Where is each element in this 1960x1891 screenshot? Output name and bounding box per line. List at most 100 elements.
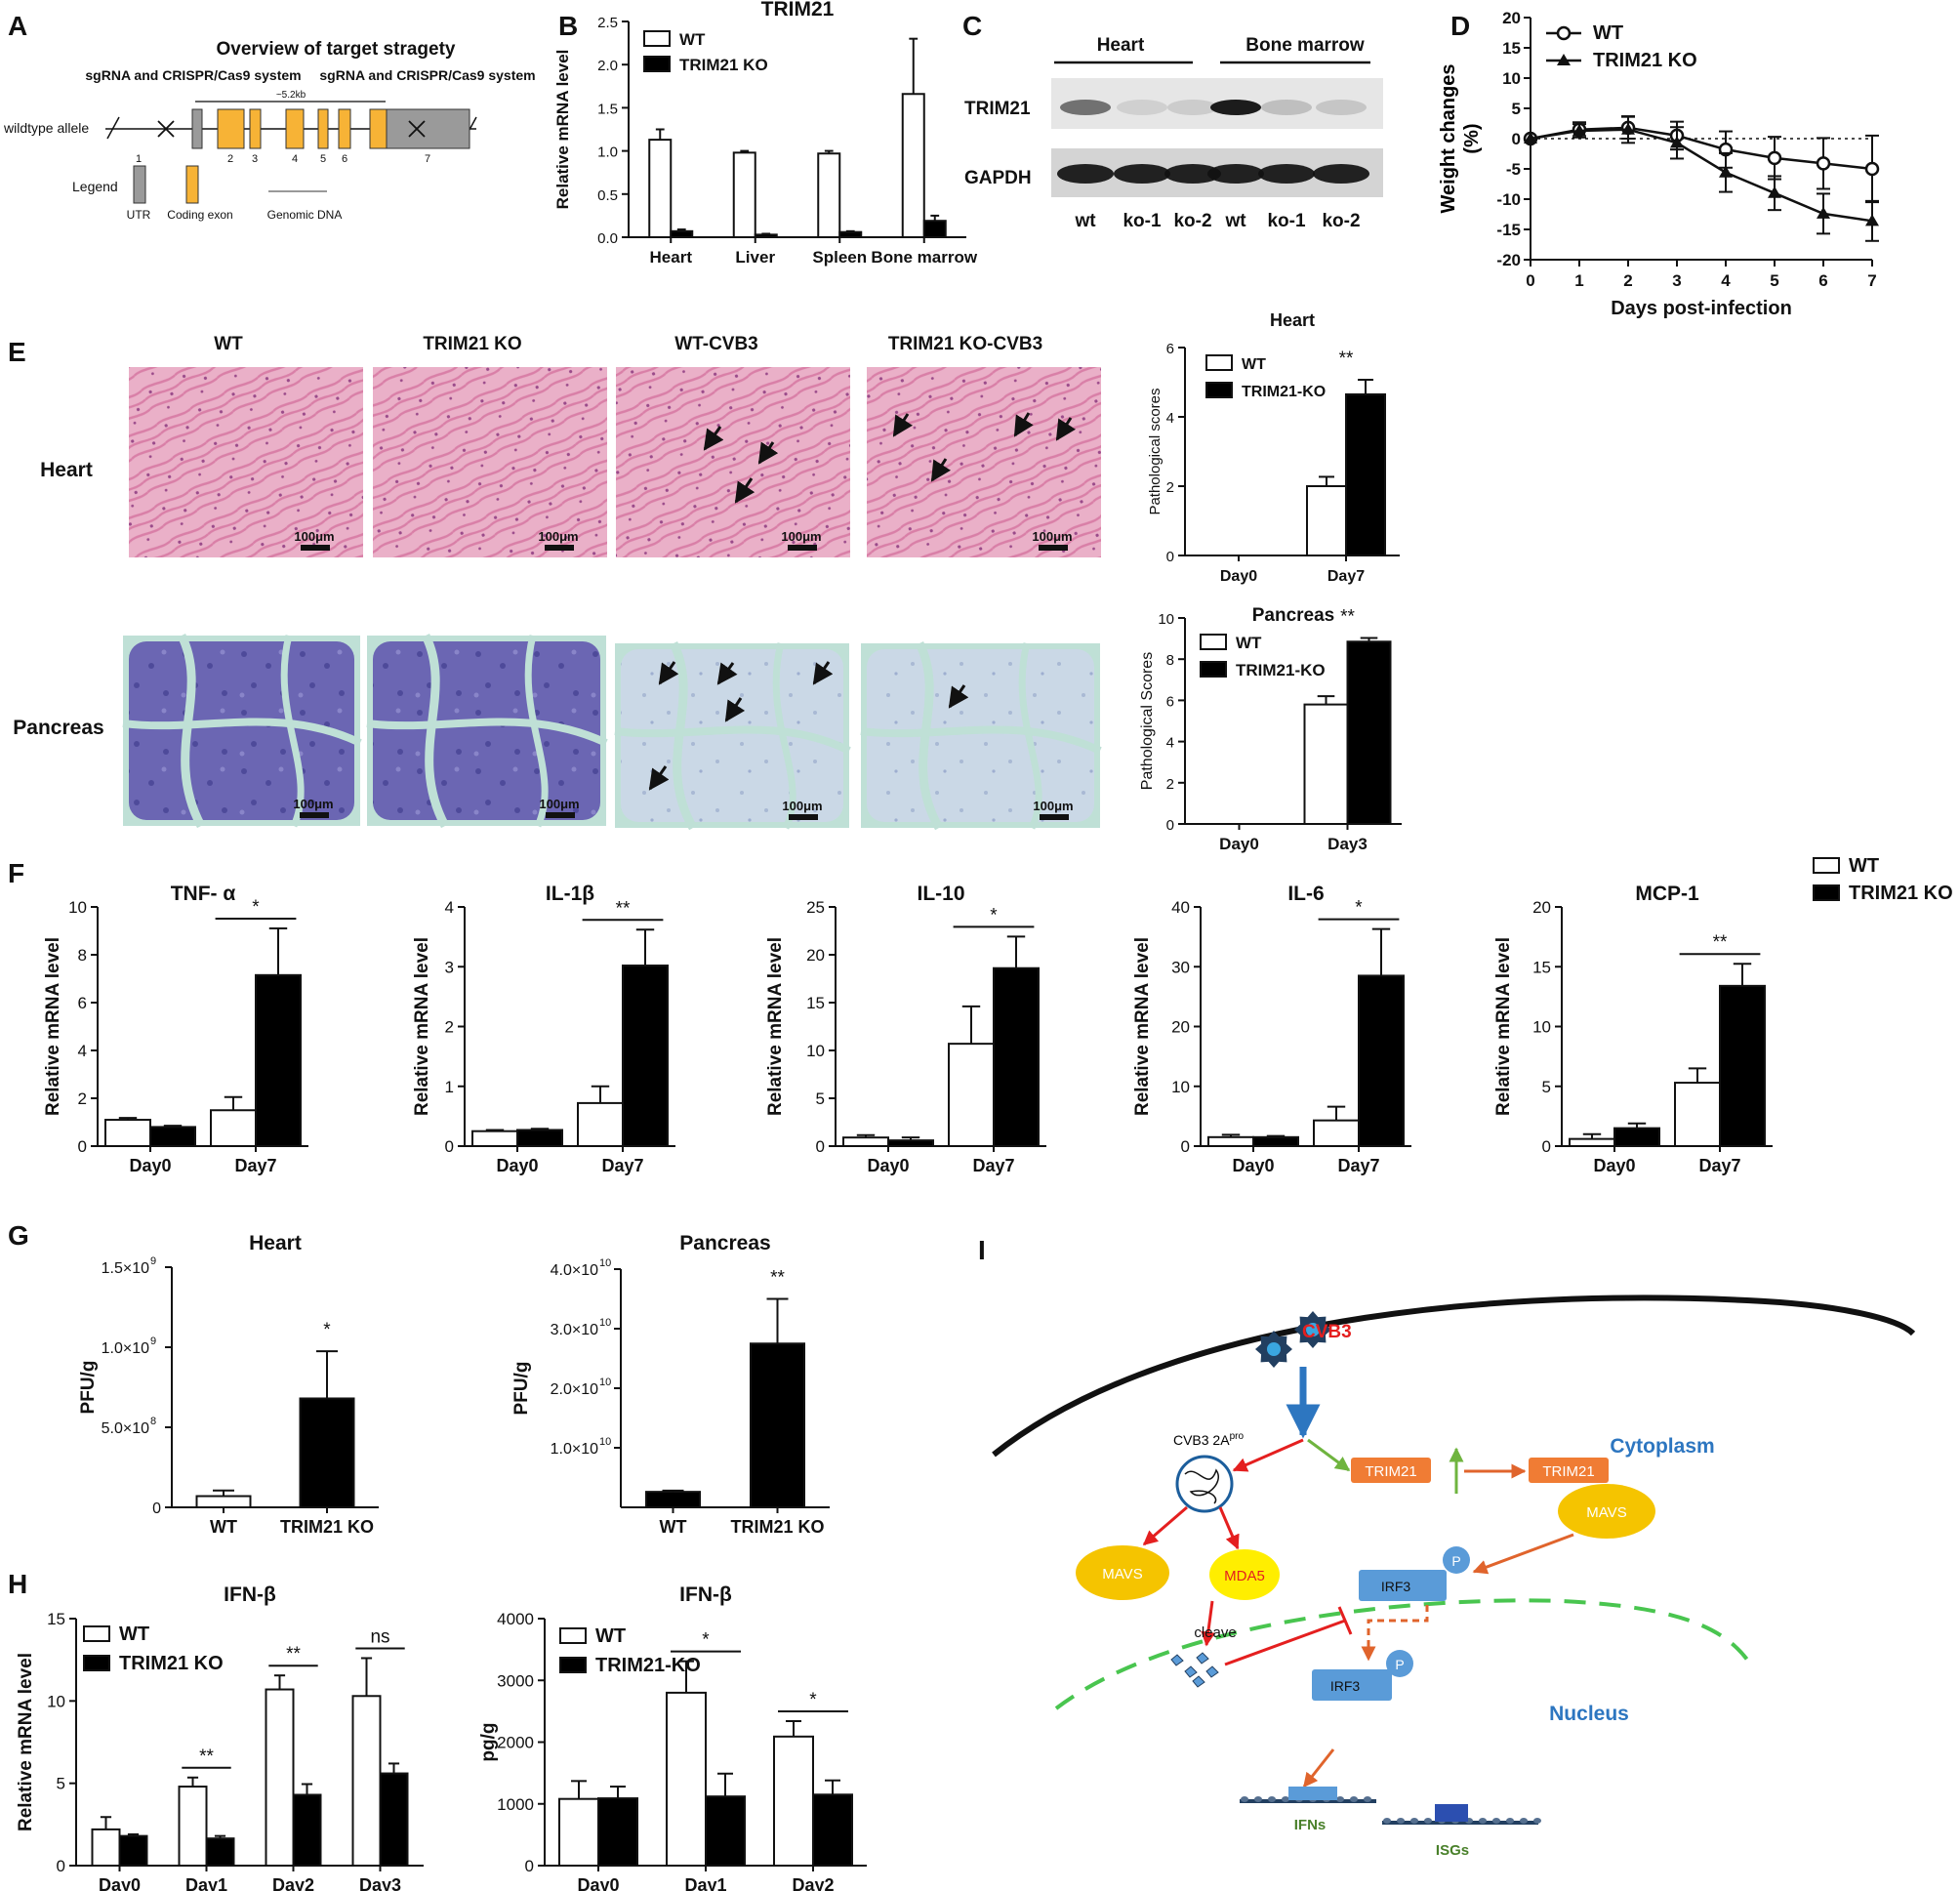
nucleosome: [1268, 1796, 1276, 1802]
legend-utr-swatch: [133, 165, 146, 204]
cytoplasm-label: Cytoplasm: [1610, 1435, 1714, 1458]
bar: [1719, 984, 1766, 1147]
scale-bar-label: 100μm: [538, 529, 578, 544]
lesion-arrow-icon: [734, 477, 755, 504]
legend-swatch: [559, 1657, 587, 1673]
legend-label: WT: [1849, 855, 1879, 877]
x-tick-label: Day7: [234, 1156, 276, 1175]
chart-title: TNF- α: [171, 883, 236, 905]
y-tick-label: 15: [1532, 958, 1551, 976]
phospho-label: P: [1451, 1553, 1460, 1569]
y-axis-label: Relative mRNA level: [1132, 937, 1153, 1116]
lesion-arrow-icon: [1013, 412, 1034, 437]
x-tick-label: Day3: [359, 1875, 401, 1891]
y-tick-label: 10: [1532, 1018, 1551, 1037]
y-tick-label: 0: [57, 1857, 65, 1875]
legend-swatch: [83, 1655, 110, 1671]
y-tick-label: 10: [1171, 1078, 1190, 1096]
row-label-pancreas: Pancreas: [13, 717, 103, 739]
lane-label: ko-2: [1173, 211, 1211, 231]
y-tick-label: 20: [1502, 9, 1521, 27]
bar: [292, 1793, 322, 1868]
bar: [754, 233, 778, 239]
panel-letter-a: A: [8, 11, 27, 41]
exon-number: 4: [292, 153, 298, 165]
green-arrow-icon: [1307, 1438, 1351, 1472]
exon-number: 3: [252, 153, 258, 165]
bar: [1613, 1127, 1660, 1147]
y-tick-label: 5: [1512, 100, 1521, 118]
y-tick-label: 0: [1181, 1137, 1190, 1156]
lesion-arrow-icon: [812, 661, 834, 685]
legend-coding-label: Coding exon: [167, 208, 232, 222]
blot-band-gapdh: [1164, 164, 1221, 184]
mda5-ellipse-label: MDA5: [1224, 1568, 1265, 1584]
inhibition-bar: [1337, 1606, 1353, 1635]
scale-bar: [546, 812, 575, 818]
x-tick-label: Heart: [650, 248, 693, 267]
bar: [205, 1837, 235, 1868]
y-tick-label: 3: [445, 958, 454, 976]
significance-label: *: [702, 1630, 710, 1651]
legend-label: TRIM21 KO: [1849, 883, 1953, 904]
significance-label: *: [1355, 898, 1363, 919]
y-tick-label: 0: [445, 1137, 454, 1156]
chart-title: IL-10: [917, 883, 964, 905]
y-tick-label: 0: [816, 1137, 825, 1156]
data-point-ko: [1817, 206, 1830, 219]
nucleosome: [1479, 1818, 1487, 1824]
mavs-ellipse-label: MAVS: [1102, 1566, 1142, 1583]
inhibition-line: [1224, 1619, 1346, 1666]
significance-label: ns: [370, 1626, 389, 1647]
row-label-trim21: TRIM21: [964, 99, 1031, 119]
tissue-septum: [614, 725, 851, 755]
lane-label: wt: [1074, 211, 1096, 231]
y-axis-label: Relative mRNA level: [43, 937, 63, 1116]
y-tick-label: 15: [47, 1610, 65, 1628]
panel-letter-e: E: [8, 337, 26, 367]
heart-histology-image: [867, 367, 1101, 557]
y-axis-label: Relative mRNA level: [1493, 937, 1514, 1116]
x-tick-label: Day0: [1219, 835, 1259, 853]
x-tick-label: Day1: [185, 1875, 227, 1891]
bar: [1569, 1137, 1615, 1148]
x-tick-label: WT: [660, 1517, 687, 1537]
orange-arrow-icon: [1302, 1748, 1335, 1788]
data-point-wt: [1816, 156, 1831, 171]
coding-exon-block: [369, 108, 388, 149]
significance-label: **: [286, 1644, 301, 1665]
irf3-nuclear-label: IRF3: [1330, 1678, 1361, 1694]
y-tick-label: 0: [1166, 549, 1174, 565]
scale-bar: [545, 545, 574, 551]
y-tick-label: 10: [68, 898, 87, 917]
bar: [670, 229, 694, 238]
panel-letter-c: C: [962, 11, 982, 41]
x-tick-label: Day7: [972, 1156, 1014, 1175]
heart-histology-image: [129, 367, 363, 557]
heart-histology-image: [616, 367, 850, 557]
bar: [1674, 1082, 1721, 1147]
blot-band-trim21: [1316, 100, 1367, 115]
nucleosome: [1397, 1818, 1405, 1824]
blot-band-gapdh: [1207, 164, 1264, 184]
y-tick-label: -10: [1496, 190, 1521, 209]
legend-label: WT: [679, 30, 706, 49]
y-tick-label: -20: [1496, 251, 1521, 269]
y-tick-label: 2.0: [597, 58, 618, 74]
data-point-ko: [1572, 123, 1586, 136]
lesion-arrow-icon: [648, 765, 670, 791]
scale-bar: [301, 545, 330, 551]
lesion-arrow-icon: [948, 684, 969, 709]
bar: [149, 1126, 196, 1148]
tissue-septum: [1018, 642, 1042, 830]
tissue-septum: [122, 718, 362, 747]
legend-swatch: [643, 56, 671, 72]
x-tick-label: Day0: [129, 1156, 171, 1175]
y-tick-label: 30: [1171, 958, 1190, 976]
trim21-mavs-complex-trim21: [1529, 1458, 1609, 1483]
protease-icon: [1175, 1455, 1234, 1513]
